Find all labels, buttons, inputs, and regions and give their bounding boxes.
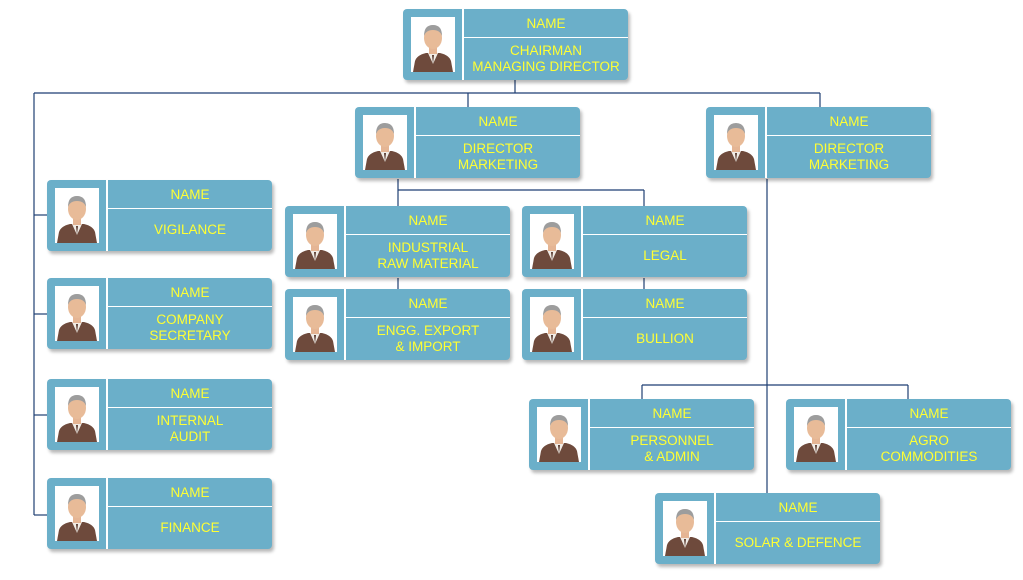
person-avatar-icon — [794, 407, 838, 462]
person-avatar-icon — [55, 188, 99, 243]
bullion-card[interactable]: NAME BULLION — [522, 289, 747, 360]
person-avatar-icon — [530, 214, 574, 269]
company-secretary-card[interactable]: NAME COMPANY SECRETARY — [47, 278, 272, 349]
card-divider — [464, 37, 628, 38]
person-avatar-icon — [55, 486, 99, 541]
card-divider — [108, 506, 272, 507]
position-title: DIRECTOR MARKETING — [808, 141, 890, 172]
card-divider — [583, 317, 747, 318]
position-title: INDUSTRIAL RAW MATERIAL — [377, 240, 479, 271]
person-avatar-icon — [55, 286, 99, 341]
director-marketing-card[interactable]: NAME DIRECTOR MARKETING — [355, 107, 580, 178]
position-title: BULLION — [636, 331, 694, 346]
person-name: NAME — [652, 405, 692, 421]
card-divider — [106, 478, 108, 549]
card-divider — [581, 289, 583, 360]
card-divider — [462, 9, 464, 80]
card-divider — [765, 107, 767, 178]
card-divider — [414, 107, 416, 178]
position-title: CHAIRMAN MANAGING DIRECTOR — [472, 43, 620, 74]
person-name: NAME — [645, 212, 685, 228]
position-title: AGRO COMMODITIES — [880, 433, 978, 464]
person-avatar-icon — [363, 115, 407, 170]
person-avatar-icon — [293, 214, 337, 269]
card-divider — [344, 289, 346, 360]
card-divider — [346, 317, 510, 318]
person-name: NAME — [478, 113, 518, 129]
person-name: NAME — [170, 385, 210, 401]
position-title: PERSONNEL & ADMIN — [630, 433, 714, 464]
position-title: DIRECTOR MARKETING — [457, 141, 539, 172]
position-title: COMPANY SECRETARY — [149, 312, 231, 343]
chairman-card[interactable]: NAME CHAIRMAN MANAGING DIRECTOR — [403, 9, 628, 80]
solar-defence-card[interactable]: NAME SOLAR & DEFENCE — [655, 493, 880, 564]
person-avatar-icon — [537, 407, 581, 462]
card-divider — [590, 427, 754, 428]
person-name: NAME — [170, 484, 210, 500]
card-divider — [108, 208, 272, 209]
person-avatar-icon — [293, 297, 337, 352]
vigilance-card[interactable]: NAME VIGILANCE — [47, 180, 272, 251]
industrial-raw-material-card[interactable]: NAME INDUSTRIAL RAW MATERIAL — [285, 206, 510, 277]
person-avatar-icon — [663, 501, 707, 556]
card-divider — [714, 493, 716, 564]
position-title: ENGG. EXPORT & IMPORT — [376, 323, 480, 354]
card-divider — [583, 234, 747, 235]
engg-export-import-card[interactable]: NAME ENGG. EXPORT & IMPORT — [285, 289, 510, 360]
finance-card[interactable]: NAME FINANCE — [47, 478, 272, 549]
card-divider — [716, 521, 880, 522]
card-divider — [106, 379, 108, 450]
position-title: INTERNAL AUDIT — [156, 413, 224, 444]
person-name: NAME — [170, 186, 210, 202]
person-name: NAME — [645, 295, 685, 311]
position-title: LEGAL — [643, 248, 687, 263]
position-title: SOLAR & DEFENCE — [734, 535, 862, 550]
person-avatar-icon — [530, 297, 574, 352]
card-divider — [106, 278, 108, 349]
person-name: NAME — [408, 212, 448, 228]
position-title: FINANCE — [160, 520, 220, 535]
card-divider — [416, 135, 580, 136]
person-name: NAME — [909, 405, 949, 421]
card-divider — [108, 407, 272, 408]
agro-commodities-card[interactable]: NAME AGRO COMMODITIES — [786, 399, 1011, 470]
card-divider — [845, 399, 847, 470]
card-divider — [767, 135, 931, 136]
person-avatar-icon — [411, 17, 455, 72]
card-divider — [344, 206, 346, 277]
person-name: NAME — [408, 295, 448, 311]
card-divider — [847, 427, 1011, 428]
card-divider — [588, 399, 590, 470]
card-divider — [346, 234, 510, 235]
person-name: NAME — [170, 284, 210, 300]
legal-card[interactable]: NAME LEGAL — [522, 206, 747, 277]
person-avatar-icon — [55, 387, 99, 442]
person-avatar-icon — [714, 115, 758, 170]
internal-audit-card[interactable]: NAME INTERNAL AUDIT — [47, 379, 272, 450]
person-name: NAME — [526, 15, 566, 31]
position-title: VIGILANCE — [153, 222, 227, 237]
card-divider — [108, 306, 272, 307]
personnel-admin-card[interactable]: NAME PERSONNEL & ADMIN — [529, 399, 754, 470]
person-name: NAME — [829, 113, 869, 129]
card-divider — [106, 180, 108, 251]
person-name: NAME — [778, 499, 818, 515]
director-marketing-card-2[interactable]: NAME DIRECTOR MARKETING — [706, 107, 931, 178]
card-divider — [581, 206, 583, 277]
